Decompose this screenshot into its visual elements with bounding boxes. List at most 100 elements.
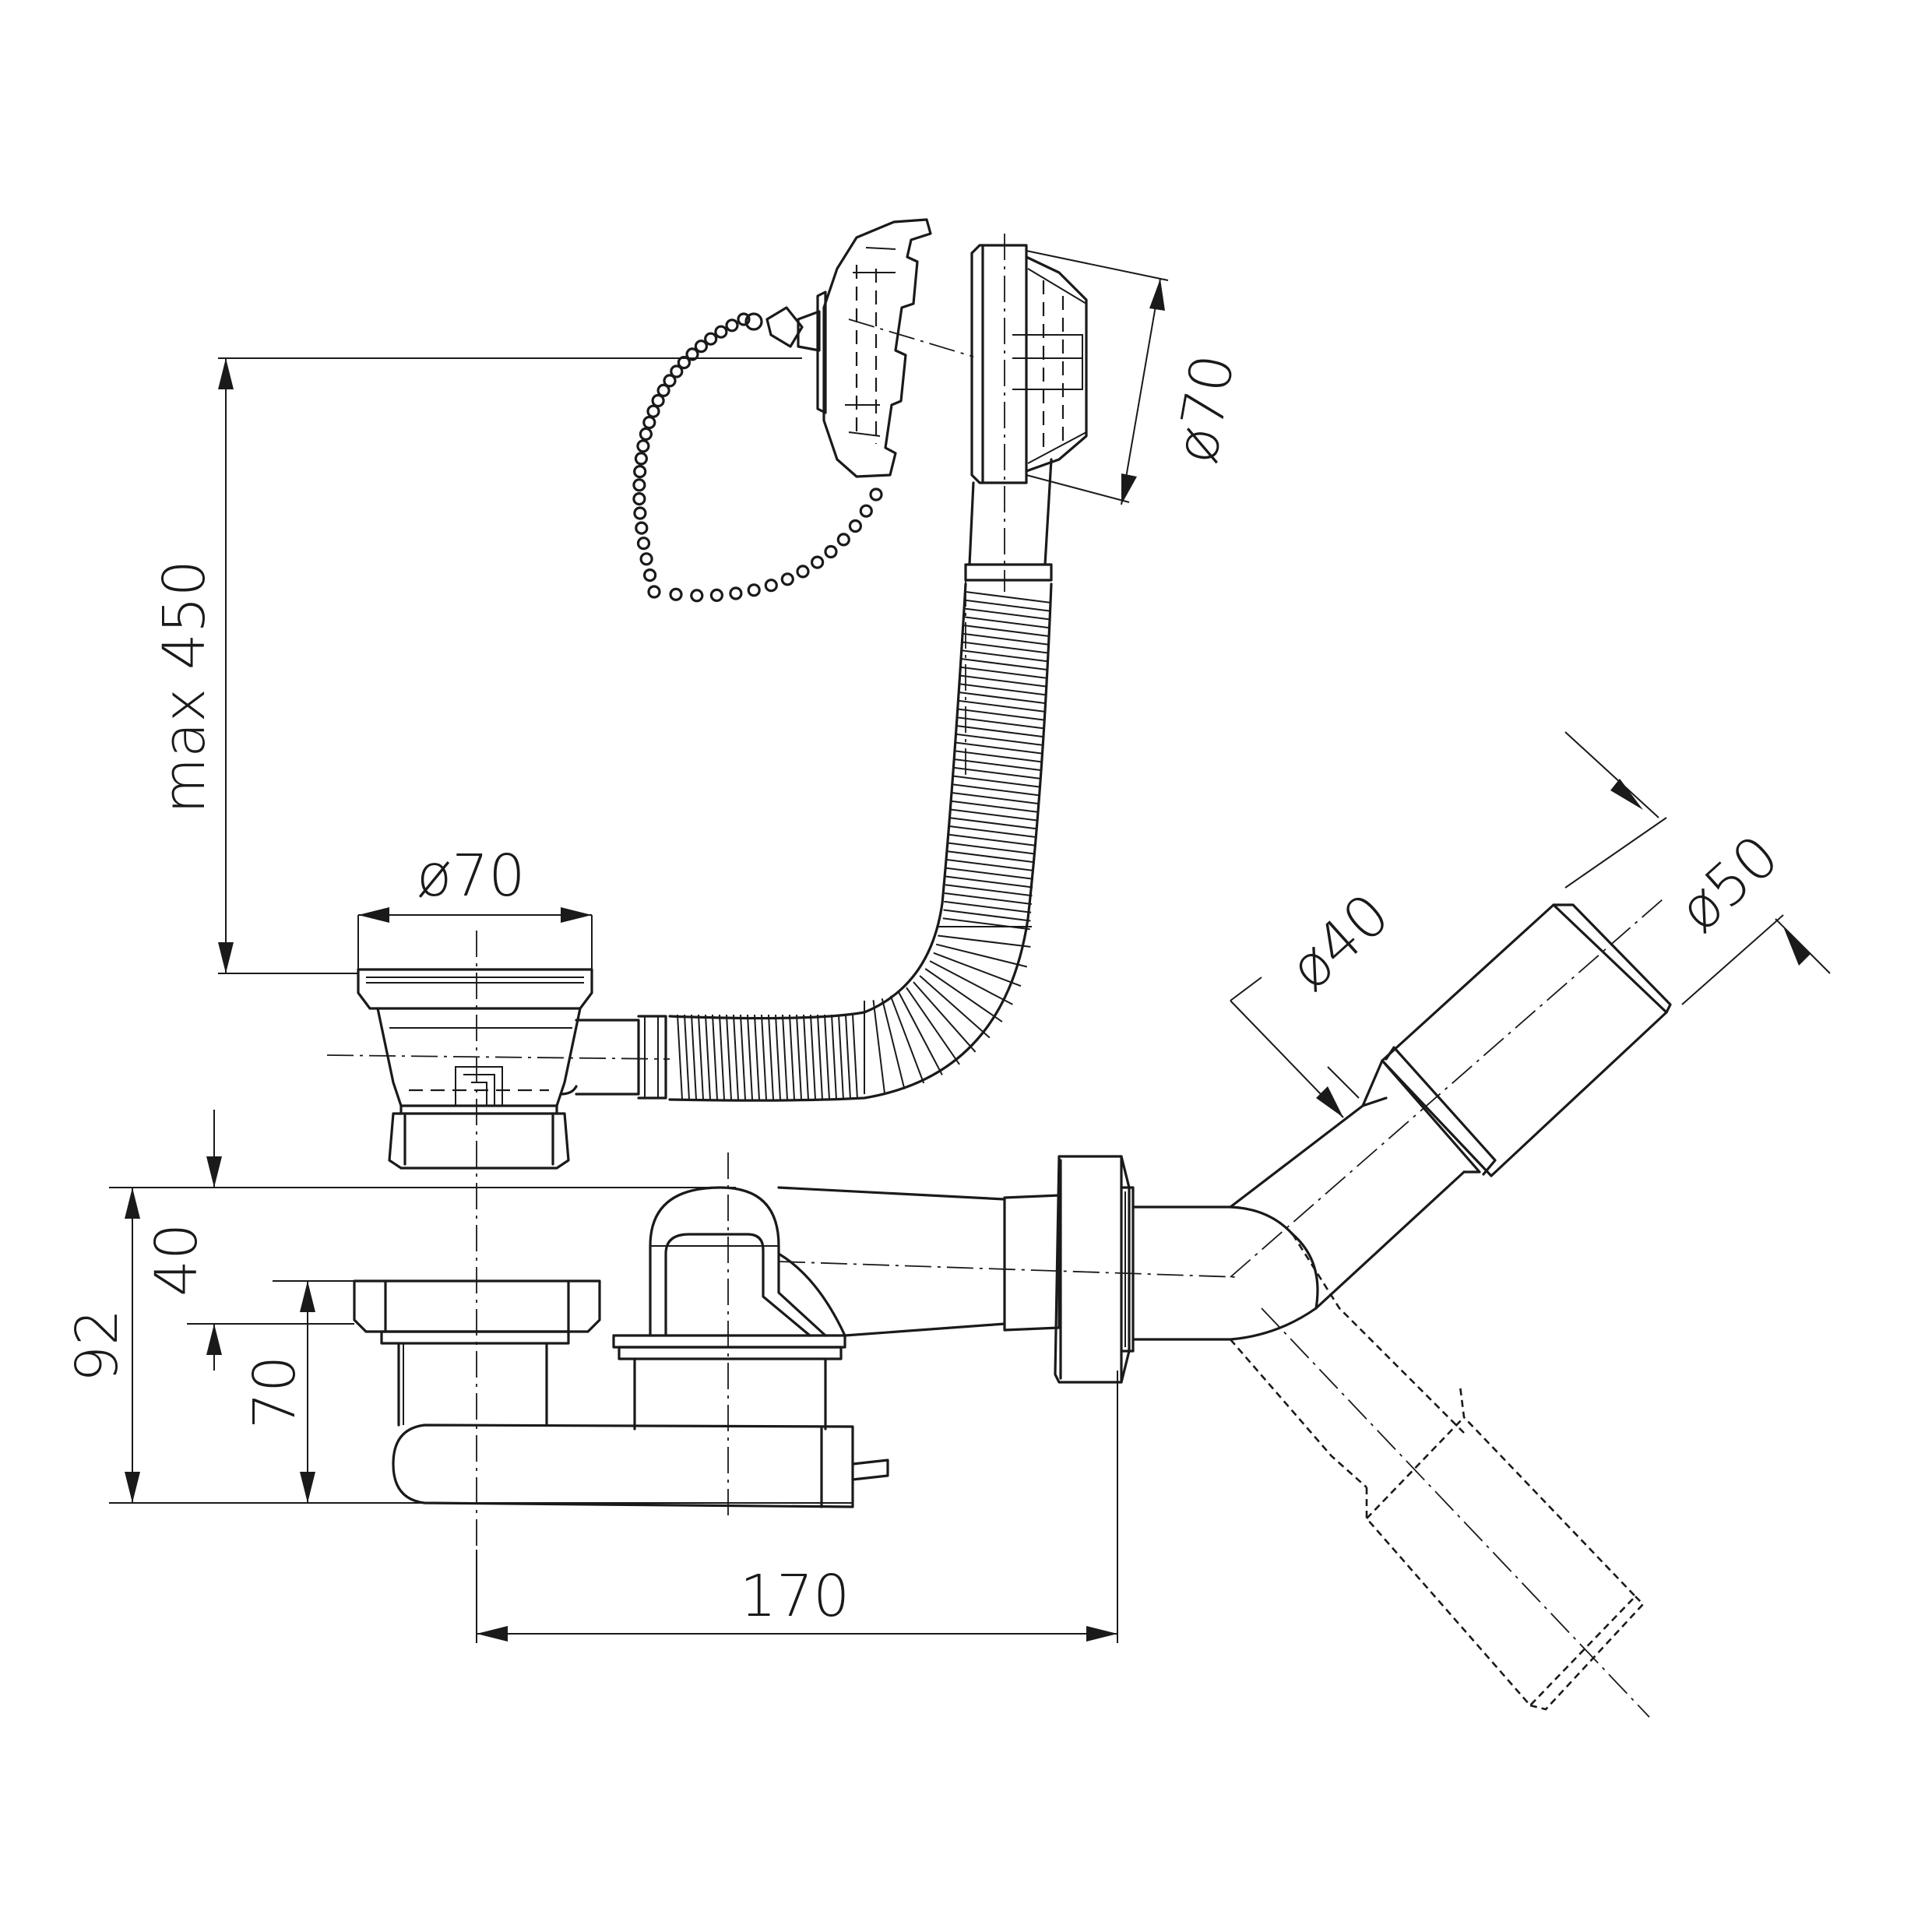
hose-rib	[954, 750, 1041, 763]
hose-rib	[924, 968, 1003, 1022]
chain-bead	[824, 544, 838, 559]
hose-rib	[705, 1014, 711, 1100]
flexible-corrugated-hose	[668, 582, 1053, 1102]
chain	[632, 312, 883, 603]
chain-bead	[636, 439, 650, 453]
hose-rib	[845, 1014, 851, 1100]
hose-rib	[944, 892, 1032, 905]
hose-rib	[950, 808, 1037, 822]
hose-rib	[955, 725, 1043, 737]
outlet-diameter-50-label: ø50	[1666, 822, 1791, 945]
hose-rib	[964, 607, 1050, 621]
hose-rib	[958, 699, 1045, 713]
chain-bead	[869, 487, 883, 501]
dimension-lines	[109, 250, 1831, 1643]
hose-rib	[942, 917, 1030, 931]
center-lines	[326, 234, 1663, 1718]
chain-bead	[690, 589, 704, 603]
hose-rib	[965, 599, 1051, 612]
hose-rib	[946, 859, 1034, 871]
chain-bead	[642, 568, 657, 582]
hose-rib	[949, 817, 1037, 830]
chain-bead	[780, 572, 794, 586]
chain-bead	[737, 312, 751, 326]
hose-rib	[733, 1014, 739, 1100]
hose-rib	[955, 733, 1043, 746]
chain-bead	[669, 587, 683, 601]
drain-diameter-label: ø70	[417, 843, 525, 910]
chain-bead	[632, 491, 646, 506]
chain-bead	[747, 583, 761, 597]
hose-rib	[831, 1014, 837, 1100]
chain-bead	[796, 565, 810, 579]
hose-rib	[955, 741, 1042, 755]
outlet-diameter-40-label: ø40	[1276, 881, 1402, 1003]
hose-rib	[957, 708, 1044, 721]
hose-rib	[962, 632, 1049, 646]
hose-rib	[945, 875, 1033, 889]
chain-bead	[663, 374, 677, 388]
chain-bead	[694, 340, 709, 354]
hose-rib	[740, 1014, 746, 1100]
hose-rib	[933, 952, 1022, 987]
dimension-labels: max 450 ø70 ø70 ø40 ø50 92 40 70 170	[64, 350, 1792, 1630]
hose-rib	[768, 1014, 774, 1100]
hose-rib	[719, 1014, 725, 1100]
hose-rib	[824, 1014, 830, 1100]
hose-rib	[963, 616, 1050, 629]
chain-bead	[836, 533, 850, 547]
chain-bead	[709, 588, 724, 603]
chain-bead	[704, 332, 718, 346]
chain-bead	[848, 519, 863, 533]
chain-bead	[764, 579, 778, 593]
chain-bead	[633, 464, 647, 479]
chain-bead	[656, 383, 670, 397]
hose-rib	[898, 991, 943, 1075]
overflow-diameter-label: ø70	[1163, 350, 1248, 468]
hose-rib	[948, 825, 1036, 838]
drain-waste-body	[357, 968, 667, 1170]
hose-rib	[953, 758, 1041, 771]
chain-bead	[714, 325, 728, 339]
hose-rib	[947, 850, 1035, 864]
chain-bead	[639, 427, 653, 442]
chain-bead	[810, 555, 825, 569]
hose-rib	[889, 995, 925, 1084]
chain-bead	[647, 585, 661, 599]
hose-rib	[959, 674, 1047, 688]
hose-rib	[789, 1014, 795, 1100]
hose-rib	[810, 1014, 816, 1100]
hose-rib	[698, 1014, 704, 1100]
chain-bead	[635, 521, 649, 535]
hose-rib	[943, 909, 1031, 922]
hose-rib	[958, 692, 1045, 704]
lower-height-label: 70	[241, 1356, 308, 1429]
hose-rib	[962, 641, 1048, 654]
hose-rib	[913, 981, 977, 1053]
chain-bead	[634, 452, 649, 466]
chain-bead	[729, 586, 743, 600]
hose-rib	[712, 1014, 718, 1100]
hose-rib	[965, 591, 1052, 604]
hose-rib	[945, 884, 1033, 897]
hose-rib	[775, 1014, 781, 1100]
hose-rib	[761, 1014, 767, 1100]
chain-bead	[633, 506, 647, 520]
hose-rib	[684, 1014, 690, 1100]
hose-rib	[952, 783, 1040, 797]
trap-assembly	[353, 903, 1672, 1711]
hose-rib	[948, 842, 1036, 855]
hose-rib	[838, 1014, 844, 1100]
chain-bead	[685, 347, 699, 361]
hose-rib	[747, 1014, 753, 1100]
hose-rib	[677, 1014, 683, 1100]
hose-rib	[951, 800, 1038, 813]
hose-rib	[691, 1014, 697, 1100]
chain-bead	[677, 356, 692, 370]
hose-rib	[962, 625, 1050, 637]
max-length-label: max 450	[151, 560, 218, 814]
chain-bead	[636, 537, 651, 551]
hose-rib	[956, 716, 1043, 730]
chain-bead	[859, 504, 873, 518]
